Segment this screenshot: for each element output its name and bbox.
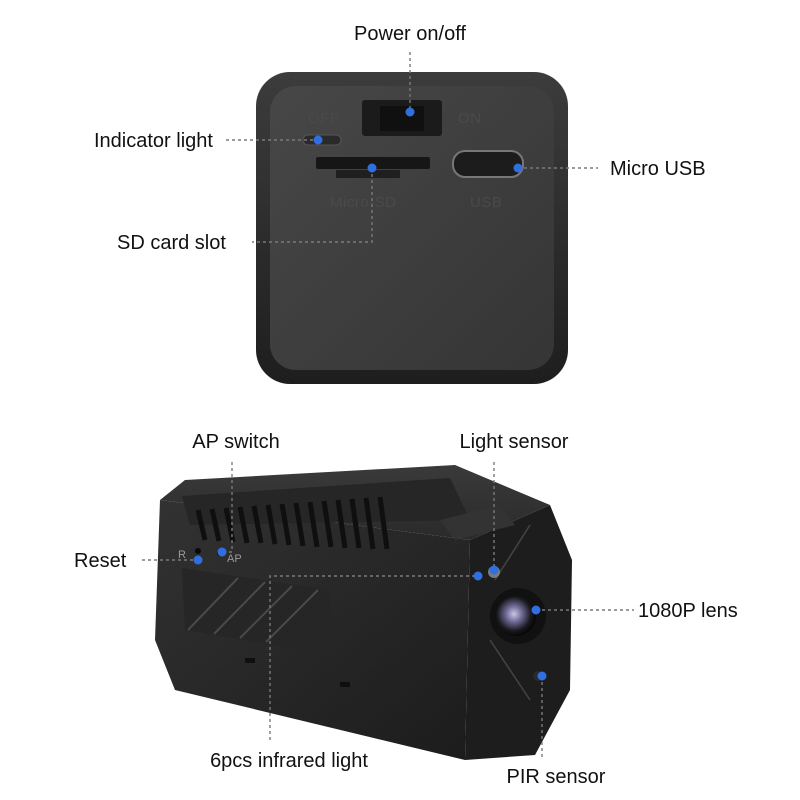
- label-lens: 1080P lens: [638, 600, 738, 622]
- top-raised-pad: [440, 505, 515, 540]
- reset-hole[interactable]: [195, 548, 201, 554]
- ap-switch-dot: [217, 547, 227, 557]
- label-power: Power on/off: [354, 23, 466, 45]
- end-bevel-top: [494, 524, 531, 581]
- lens-dot: [531, 605, 541, 615]
- vent-grille: [182, 478, 470, 550]
- micro-sd-engraving: Micro-SD: [330, 194, 397, 211]
- label-ap-switch: AP switch: [192, 431, 279, 453]
- camera-back-view: OFF ON Micro-SD USB: [256, 72, 568, 384]
- infrared-dot: [473, 571, 483, 581]
- power-switch-slider[interactable]: [380, 106, 424, 131]
- reset-engraving: R: [178, 549, 186, 561]
- micro-usb-port[interactable]: [452, 150, 524, 178]
- on-engraving: ON: [458, 110, 482, 127]
- label-infrared: 6pcs infrared light: [210, 750, 368, 772]
- infrared-light-window: [182, 568, 335, 655]
- label-micro-usb: Micro USB: [610, 158, 706, 180]
- camera-front-view: R AP: [155, 465, 572, 760]
- sd-card-slot[interactable]: [316, 157, 430, 169]
- reset-dot: [193, 555, 203, 565]
- light-sensor-dot: [489, 565, 499, 575]
- indicator-dot: [313, 135, 323, 145]
- label-indicator: Indicator light: [94, 130, 213, 152]
- pir-dot: [537, 671, 547, 681]
- label-reset: Reset: [74, 550, 127, 572]
- label-sd-slot: SD card slot: [117, 232, 226, 254]
- lens-glass: [496, 596, 536, 636]
- label-pir: PIR sensor: [507, 766, 606, 788]
- sd-slot-dot: [367, 163, 377, 173]
- label-light-sensor: Light sensor: [460, 431, 569, 453]
- ap-engraving: AP: [227, 553, 242, 565]
- leaders: [142, 52, 634, 758]
- side-marker-1: [245, 658, 255, 663]
- end-bevel-bottom: [489, 639, 531, 701]
- side-marker-2: [340, 682, 350, 687]
- power-dot: [405, 107, 415, 117]
- usb-engraving: USB: [470, 194, 502, 211]
- off-engraving: OFF: [308, 110, 340, 127]
- sd-slot-lip: [336, 170, 400, 178]
- micro-usb-dot: [513, 163, 523, 173]
- callout-labels: Power on/off Indicator light Micro USB S…: [74, 23, 738, 788]
